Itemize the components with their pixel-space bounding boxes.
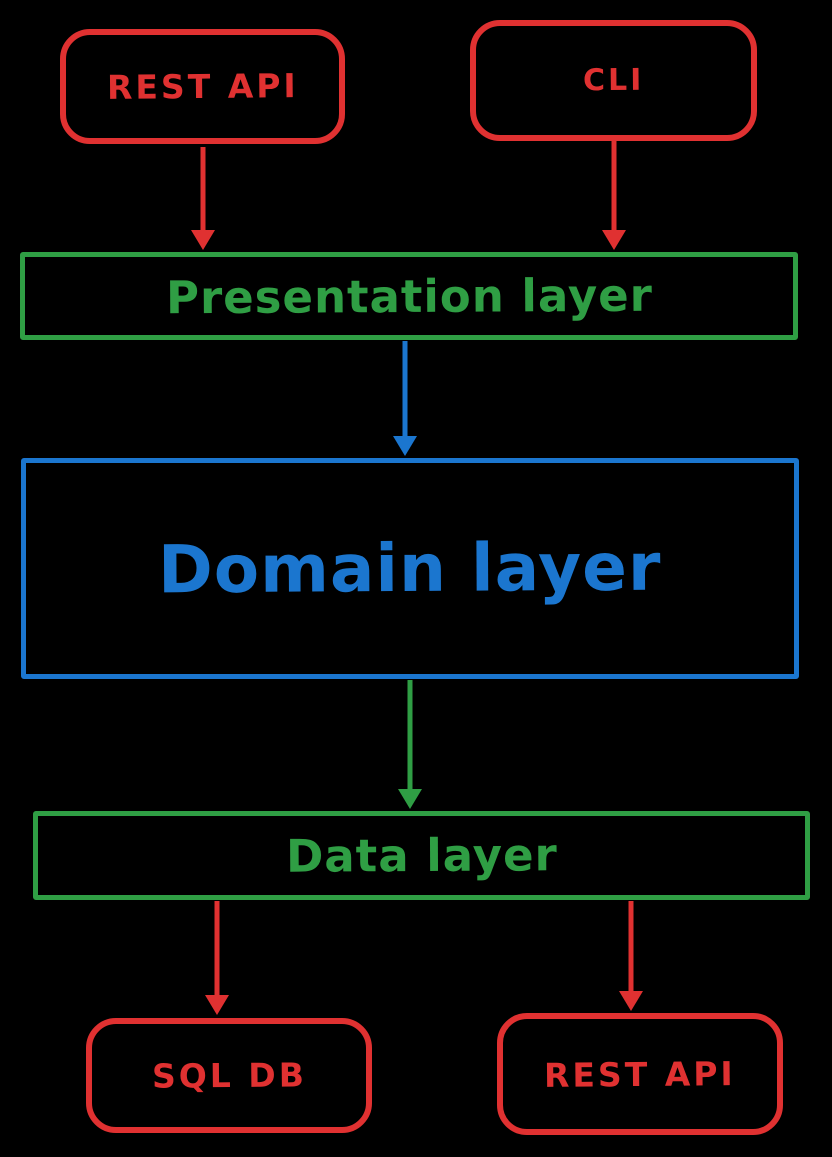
- arrowhead-down-icon: [602, 230, 626, 250]
- arrow-data-to-rest-api-bottom: [619, 901, 643, 1011]
- arrowhead-down-icon: [398, 789, 422, 809]
- node-domain-layer: Domain layer: [21, 458, 799, 679]
- arrowhead-down-icon: [205, 995, 229, 1015]
- arrow-rest-api-to-presentation: [191, 147, 215, 250]
- node-data-layer: Data layer: [33, 811, 810, 900]
- arrow-shaft: [611, 141, 617, 232]
- arrowhead-down-icon: [393, 436, 417, 456]
- node-domain-layer-label: Domain layer: [158, 528, 662, 609]
- arrow-shaft: [628, 901, 634, 993]
- node-cli-label: CLI: [582, 62, 645, 99]
- node-data-layer-label: Data layer: [285, 828, 558, 883]
- arrow-shaft: [214, 901, 220, 997]
- arrow-shaft: [402, 341, 408, 438]
- arrow-shaft: [200, 147, 206, 232]
- arrow-cli-to-presentation: [602, 141, 626, 250]
- node-cli: CLI: [470, 20, 757, 141]
- node-presentation-layer: Presentation layer: [20, 252, 798, 340]
- node-rest-api-bottom-label: REST API: [543, 1053, 737, 1095]
- node-sql-db-label: SQL DB: [151, 1055, 307, 1096]
- node-sql-db: SQL DB: [86, 1018, 372, 1133]
- arrow-data-to-sql-db: [205, 901, 229, 1015]
- node-rest-api-bottom: REST API: [497, 1013, 783, 1135]
- node-rest-api-top-label: REST API: [106, 66, 299, 107]
- arrowhead-down-icon: [191, 230, 215, 250]
- arrow-shaft: [407, 680, 413, 791]
- node-presentation-layer-label: Presentation layer: [165, 268, 653, 324]
- arrowhead-down-icon: [619, 991, 643, 1011]
- arrow-presentation-to-domain: [393, 341, 417, 456]
- node-rest-api-top: REST API: [60, 29, 345, 144]
- arrow-domain-to-data: [398, 680, 422, 809]
